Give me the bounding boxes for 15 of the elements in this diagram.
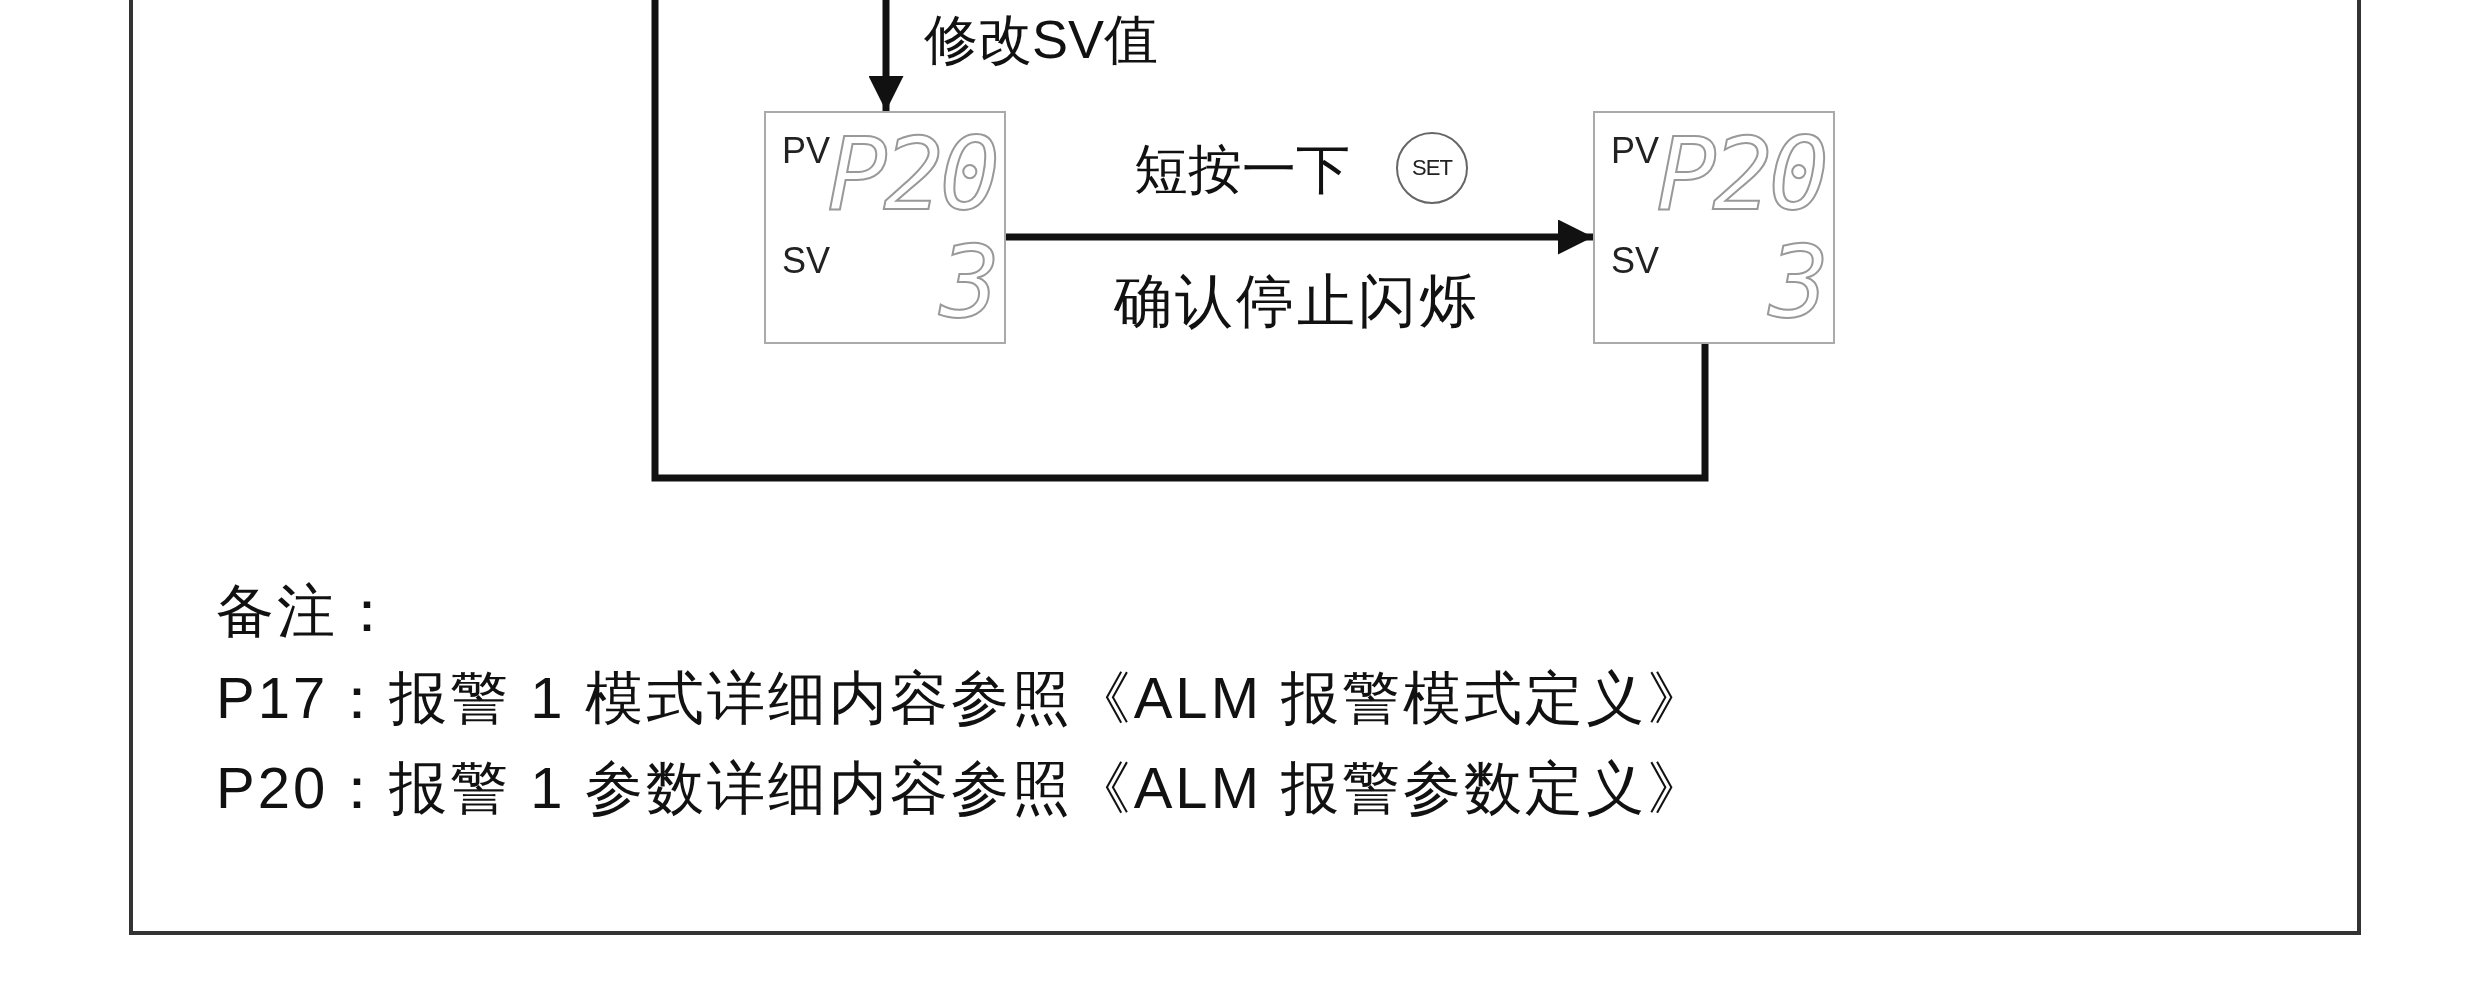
arrow	[868, 0, 904, 111]
display-panel	[1593, 111, 1835, 344]
note-text: P20：报警 1 参数详细内容参照《ALM 报警参数定义》	[216, 759, 1709, 817]
caption-text: 确认停止闪烁	[1114, 272, 1480, 330]
arrow	[1006, 219, 1593, 255]
segment-readout: 3	[939, 233, 996, 333]
pv-label: PV	[782, 133, 831, 169]
note-heading: 备注：	[216, 582, 399, 640]
segment-readout: 3	[1768, 233, 1825, 333]
pv-label: PV	[1611, 133, 1660, 169]
note-text: P17：报警 1 模式详细内容参照《ALM 报警模式定义》	[216, 669, 1709, 727]
display-panel	[764, 111, 1006, 344]
sv-label: SV	[1611, 243, 1660, 279]
set-key-icon: SET	[1396, 132, 1468, 204]
sv-label: SV	[782, 243, 831, 279]
